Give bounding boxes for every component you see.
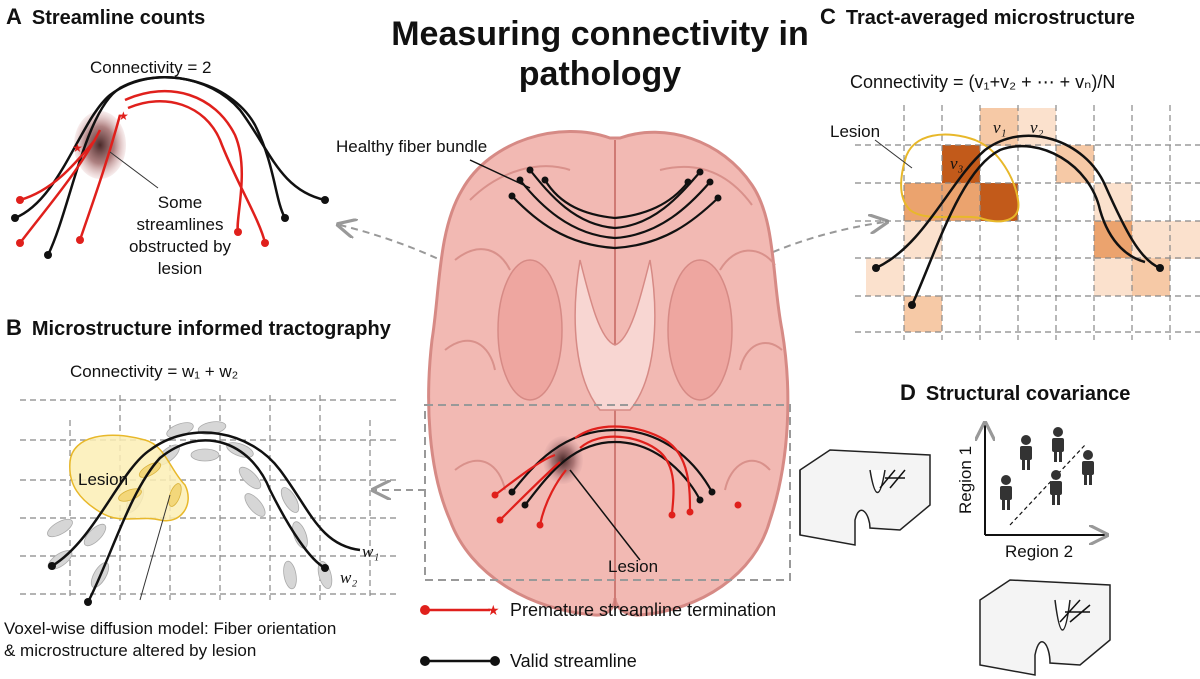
healthy-pointer bbox=[469, 159, 531, 189]
panel-c-title-text: Tract-averaged microstructure bbox=[845, 7, 1135, 29]
panel-c-lesion-label: Lesion bbox=[830, 122, 881, 141]
cortex-block-upper bbox=[799, 449, 931, 546]
red-streamline bbox=[124, 90, 244, 233]
annotation-line: obstructed by bbox=[128, 237, 232, 256]
panel-d-graphics bbox=[799, 425, 1111, 676]
red-streamline bbox=[127, 99, 267, 244]
annotation-line: Some bbox=[157, 193, 203, 212]
panel-c-streamlines bbox=[875, 134, 1161, 306]
panel-a-annotation: Some streamlines obstructed by lesion bbox=[115, 192, 245, 280]
x-axis-label: Region 2 bbox=[1005, 542, 1074, 561]
legend-graphics: ★ bbox=[420, 602, 500, 666]
red-streamline bbox=[78, 114, 122, 241]
panel-b-title: B Microstructure informed tractography bbox=[6, 315, 391, 341]
zoom-box bbox=[424, 404, 791, 581]
brain-lesion-label: Lesion bbox=[608, 557, 659, 576]
person-icons bbox=[1000, 427, 1094, 510]
panel-c-voxels bbox=[866, 108, 1200, 332]
caption-line: & microstructure altered by lesion bbox=[4, 641, 257, 660]
black-endpoint bbox=[281, 214, 289, 222]
main-title: Measuring connectivity in pathology bbox=[391, 15, 809, 93]
svg-text:★: ★ bbox=[487, 602, 500, 618]
red-star: ★ bbox=[118, 109, 129, 123]
legend-valid-label: Valid streamline bbox=[510, 651, 637, 671]
panel-d-title: D Structural covariance bbox=[900, 380, 1130, 406]
lesion-blob bbox=[74, 111, 126, 179]
healthy-fiber-label: Healthy fiber bundle bbox=[336, 137, 488, 156]
annotation-pointer bbox=[874, 139, 913, 169]
v1-label: v₁ bbox=[993, 118, 1007, 137]
black-endpoint bbox=[321, 564, 329, 572]
red-star: ★ bbox=[72, 141, 83, 155]
red-streamline bbox=[19, 139, 96, 202]
panel-b-lesion-label: Lesion bbox=[78, 470, 129, 489]
w1-label: w₁ bbox=[362, 542, 380, 561]
v2-label: v₂ bbox=[1030, 118, 1044, 137]
panel-b-title-text: Microstructure informed tractography bbox=[31, 318, 391, 340]
y-axis-label: Region 1 bbox=[956, 445, 975, 515]
panel-b-letter: B bbox=[6, 315, 22, 340]
black-endpoint bbox=[321, 196, 329, 204]
lesion-pointer bbox=[569, 469, 641, 561]
annotation-pointer bbox=[109, 151, 159, 189]
black-endpoint bbox=[44, 251, 52, 259]
panel-a-graphics: ★ ★ bbox=[11, 76, 329, 259]
panel-d-title-text: Structural covariance bbox=[925, 383, 1131, 405]
panel-c-letter: C bbox=[820, 4, 836, 29]
panel-a-formula: Connectivity = 2 bbox=[90, 58, 212, 77]
annotation-line: lesion bbox=[157, 259, 203, 278]
red-endpoint bbox=[16, 239, 24, 247]
black-endpoint bbox=[48, 562, 56, 570]
annotation-pointer bbox=[139, 494, 171, 601]
red-endpoint bbox=[234, 228, 242, 236]
red-endpoint bbox=[76, 236, 84, 244]
panel-b-formula: Connectivity = w₁ + w₂ bbox=[70, 362, 239, 381]
cortex-block-lower bbox=[979, 579, 1111, 676]
panel-b-streamlines bbox=[51, 431, 361, 603]
annotation-line: streamlines bbox=[136, 215, 224, 234]
caption-line: Voxel-wise diffusion model: Fiber orient… bbox=[4, 619, 337, 638]
red-endpoint bbox=[261, 239, 269, 247]
red-endpoint bbox=[16, 196, 24, 204]
legend-premature-label: Premature streamline termination bbox=[510, 600, 777, 620]
ventricle bbox=[574, 259, 656, 411]
panel-d-letter: D bbox=[900, 380, 916, 405]
brain-illustration bbox=[427, 130, 790, 617]
lesion-region-b bbox=[69, 434, 189, 522]
panel-a-title: A Streamline counts bbox=[6, 4, 205, 30]
panel-a-title-text: Streamline counts bbox=[31, 7, 206, 29]
w2-label: w₂ bbox=[340, 568, 358, 587]
v3-label: v₃ bbox=[950, 154, 964, 173]
trend-line bbox=[1009, 444, 1086, 526]
lesion-region-c bbox=[900, 133, 1020, 223]
black-endpoint bbox=[84, 598, 92, 606]
panel-c-formula: Connectivity = (v₁+v₂ + ⋯ + vₙ)/N bbox=[850, 72, 1116, 92]
panel-a-letter: A bbox=[6, 4, 22, 29]
panel-c-title: C Tract-averaged microstructure bbox=[820, 4, 1135, 30]
panel-c-grid bbox=[855, 105, 1200, 340]
black-endpoint bbox=[11, 214, 19, 222]
panel-b-caption: Voxel-wise diffusion model: Fiber orient… bbox=[4, 618, 336, 662]
red-streamline bbox=[19, 129, 102, 244]
